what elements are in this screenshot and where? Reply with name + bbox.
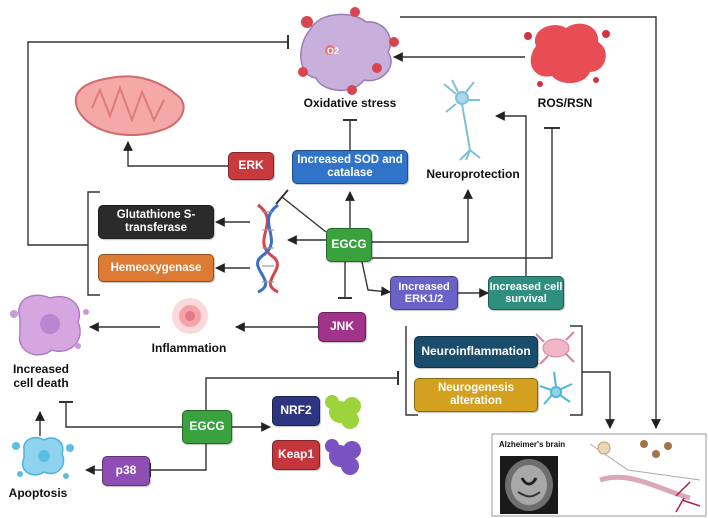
- superoxide-cell-icon: O2: [298, 7, 399, 95]
- neuron-icon: [443, 79, 481, 161]
- apoptotic-cell-icon: [12, 436, 74, 479]
- o2-symbol-text: O2: [327, 46, 339, 56]
- jnk-box: JNK: [318, 312, 366, 342]
- dying-cell-icon: [10, 294, 89, 356]
- mitochondrion-icon: [74, 75, 185, 136]
- increased-sod-box: Increased SOD and catalase: [292, 150, 408, 184]
- increased-erk12-box: Increased ERK1/2: [390, 276, 458, 310]
- ros-rsn-label: ROS/RSN: [537, 96, 593, 110]
- alzheimers-brain-label: Alzheimer's brain: [498, 440, 566, 449]
- keap1-box: Keap1: [272, 440, 320, 470]
- alzheimers-panel: [491, 433, 707, 517]
- hemeoxygenase-box: Hemeoxygenase: [98, 254, 214, 282]
- egcg-bottom-box: EGCG: [182, 410, 232, 444]
- keap1-protein-icon: [325, 439, 361, 475]
- erk-box: ERK: [228, 152, 274, 180]
- neuron-pathology-icon: [589, 440, 701, 513]
- nrf2-box: NRF2: [272, 396, 320, 426]
- apoptosis-label: Apoptosis: [8, 486, 68, 500]
- glutathione-box: Glutathione S-transferase: [98, 205, 214, 239]
- astrocyte-icon: [539, 371, 573, 405]
- dna-icon: [256, 203, 279, 294]
- brain-mri-icon: [500, 456, 558, 514]
- inflammation-label: Inflammation: [151, 341, 227, 355]
- inflammation-cell-icon: [172, 298, 208, 334]
- oxidative-stress-label: Oxidative stress: [303, 96, 397, 110]
- neuroprotection-label: Neuroprotection: [426, 167, 520, 181]
- connector-lines: [27, 16, 661, 477]
- microglia-icon: [535, 331, 575, 365]
- p38-box: p38: [102, 456, 150, 486]
- increased-cell-death-label: Increased cell death: [12, 362, 70, 390]
- neurogenesis-alteration-box: Neurogenesis alteration: [414, 378, 538, 412]
- nrf2-protein-icon: [325, 395, 361, 429]
- increased-cell-survival-box: Increased cell survival: [488, 276, 564, 310]
- egcg-top-box: EGCG: [326, 228, 372, 262]
- ros-cloud-icon: [524, 23, 610, 87]
- neuroinflammation-box: Neuroinflammation: [414, 336, 538, 368]
